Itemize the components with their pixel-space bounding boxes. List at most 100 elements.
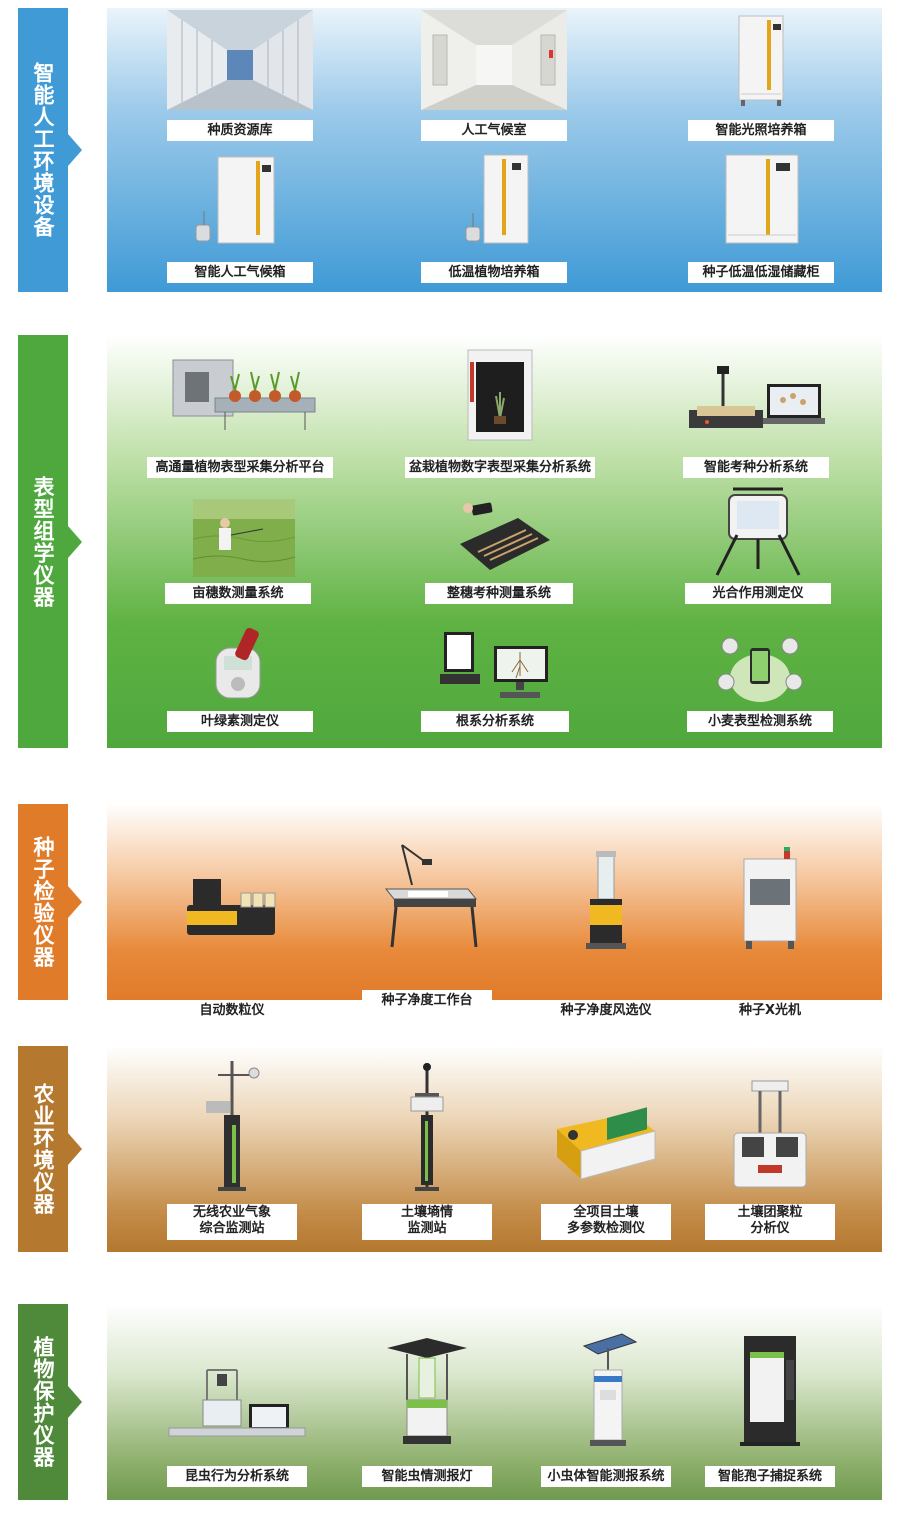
product-card[interactable]: 无线农业气象 综合监测站 — [167, 1054, 297, 1240]
product-label: 根系分析系统 — [421, 711, 569, 732]
product-label: 高通量植物表型采集分析平台 — [147, 457, 333, 478]
product-card[interactable]: 智能孢子捕捉系统 — [705, 1330, 835, 1487]
product-label: 低温植物培养箱 — [421, 262, 567, 283]
section-panel: 高通量植物表型采集分析平台 盆栽植物数字表型采集分析系统 — [107, 335, 882, 748]
phenotype-platform-image — [147, 347, 333, 443]
product-card[interactable]: 土壤团聚粒 分析仪 — [705, 1054, 835, 1240]
product-label: 种子净度风选仪 — [541, 1000, 671, 1021]
product-card[interactable]: 智能虫情测报灯 — [362, 1330, 492, 1487]
product-label: 小麦表型检测系统 — [687, 711, 833, 732]
product-card[interactable]: 全项目土壤 多参数检测仪 — [541, 1054, 671, 1240]
soil-analyzer-image — [541, 1094, 671, 1194]
section-tab: 植物保护仪器 — [18, 1304, 82, 1500]
product-label: 智能人工气候箱 — [167, 262, 313, 283]
product-card[interactable]: 亩穗数测量系统 — [165, 499, 311, 621]
product-label: 无线农业气象 综合监测站 — [167, 1204, 297, 1240]
insect-behavior-image — [167, 1360, 307, 1444]
product-label: 种质资源库 — [167, 120, 313, 141]
product-card[interactable]: 整穗考种测量系统 — [425, 499, 573, 621]
germplasm-bank-image — [167, 10, 313, 110]
seed-counter-image — [167, 844, 297, 954]
photosynthesis-meter-image — [685, 485, 831, 579]
section-smart-environment: 智能人工环境设备 种质资源库 — [0, 8, 900, 292]
section-seed-testing: 种子检验仪器 自动数粒仪 — [0, 804, 900, 1021]
product-card[interactable]: 种子低温低湿储藏柜 — [688, 148, 834, 283]
product-card[interactable]: 根系分析系统 — [421, 625, 569, 735]
product-label: 亩穗数测量系统 — [165, 583, 311, 604]
product-label: 人工气候室 — [421, 120, 567, 141]
section-panel: 昆虫行为分析系统 智能虫情测报灯 — [107, 1304, 882, 1500]
chlorophyll-meter-image — [167, 625, 313, 707]
product-label: 自动数粒仪 — [167, 1000, 297, 1021]
product-card[interactable]: 光合作用测定仪 — [685, 485, 831, 621]
product-label: 整穗考种测量系统 — [425, 583, 573, 604]
seed-storage-cabinet-image — [688, 148, 834, 254]
product-label: 智能虫情测报灯 — [362, 1466, 492, 1487]
seed-xray-image — [705, 844, 835, 956]
section-plant-protection: 植物保护仪器 昆虫行为分析系统 — [0, 1304, 900, 1500]
product-label: 智能考种分析系统 — [683, 457, 829, 478]
weather-station-image — [167, 1054, 297, 1194]
seed-purity-workbench-image — [362, 834, 492, 956]
section-tab: 表型组学仪器 — [18, 335, 82, 748]
potted-plant-system-image — [405, 347, 595, 445]
product-card[interactable]: 土壤墒情 监测站 — [362, 1054, 492, 1240]
product-label: 小虫体智能测报系统 — [541, 1466, 671, 1487]
product-label: 土壤墒情 监测站 — [362, 1204, 492, 1240]
product-card[interactable]: 种子X光机 — [705, 844, 835, 1021]
section-tab: 智能人工环境设备 — [18, 8, 82, 292]
product-card[interactable]: 昆虫行为分析系统 — [167, 1360, 307, 1487]
product-card[interactable]: 智能人工气候箱 — [167, 148, 313, 283]
product-card[interactable]: 智能光照培养箱 — [688, 10, 834, 141]
product-label: 叶绿素测定仪 — [167, 711, 313, 732]
section-title: 智能人工环境设备 — [31, 62, 55, 238]
product-card[interactable]: 种子净度风选仪 — [541, 844, 671, 1021]
product-card[interactable]: 小麦表型检测系统 — [687, 625, 833, 735]
section-agri-environment: 农业环境仪器 无线农业气象 综合监测站 — [0, 1046, 900, 1252]
section-title: 农业环境仪器 — [31, 1083, 55, 1215]
product-card[interactable]: 盆栽植物数字表型采集分析系统 — [405, 347, 595, 478]
product-label: 种子低温低湿储藏柜 — [688, 262, 834, 283]
product-card[interactable]: 高通量植物表型采集分析平台 — [147, 347, 333, 478]
ear-measure-image — [425, 499, 573, 579]
section-title: 种子检验仪器 — [31, 836, 55, 968]
section-title: 植物保护仪器 — [31, 1336, 55, 1468]
product-label: 智能光照培养箱 — [688, 120, 834, 141]
product-card[interactable]: 叶绿素测定仪 — [167, 625, 313, 735]
seed-test-system-image — [683, 347, 829, 443]
product-card[interactable]: 种子净度工作台 — [362, 834, 492, 1011]
section-tab: 农业环境仪器 — [18, 1046, 82, 1252]
section-phenomics: 表型组学仪器 高通量植物表型采集分析平台 — [0, 335, 900, 748]
product-label: 盆栽植物数字表型采集分析系统 — [405, 457, 595, 478]
wheat-phenotype-image — [687, 625, 833, 707]
root-analysis-image — [421, 625, 569, 707]
product-label: 种子净度工作台 — [362, 990, 492, 1011]
soil-aggregate-analyzer-image — [705, 1074, 835, 1194]
seed-blower-image — [541, 844, 671, 956]
product-card[interactable]: 自动数粒仪 — [167, 844, 297, 1021]
product-label: 土壤团聚粒 分析仪 — [705, 1204, 835, 1240]
low-temp-incubator-image — [421, 148, 567, 254]
section-panel: 无线农业气象 综合监测站 土壤墒情 监测站 — [107, 1046, 882, 1252]
section-title: 表型组学仪器 — [31, 475, 55, 608]
product-label: 智能孢子捕捉系统 — [705, 1466, 835, 1487]
ear-count-image — [193, 499, 295, 577]
spore-trap-image — [705, 1330, 835, 1450]
product-card[interactable]: 低温植物培养箱 — [421, 148, 567, 283]
section-panel: 自动数粒仪 种子净度工作台 — [107, 804, 882, 1021]
climate-chamber-image — [167, 148, 313, 254]
product-card[interactable]: 种质资源库 — [167, 10, 313, 141]
product-card[interactable]: 人工气候室 — [421, 10, 567, 141]
section-tab: 种子检验仪器 — [18, 804, 82, 1000]
small-insect-monitor-image — [541, 1330, 671, 1450]
light-incubator-image — [688, 10, 834, 110]
product-card[interactable]: 智能考种分析系统 — [683, 347, 829, 478]
product-label: 种子X光机 — [705, 1000, 835, 1021]
product-label: 光合作用测定仪 — [685, 583, 831, 604]
pest-light-trap-image — [362, 1330, 492, 1450]
climate-room-image — [421, 10, 567, 110]
soil-moisture-station-image — [362, 1054, 492, 1194]
section-panel: 种质资源库 人工气候室 — [107, 8, 882, 292]
product-card[interactable]: 小虫体智能测报系统 — [541, 1330, 671, 1487]
product-label: 全项目土壤 多参数检测仪 — [541, 1204, 671, 1240]
